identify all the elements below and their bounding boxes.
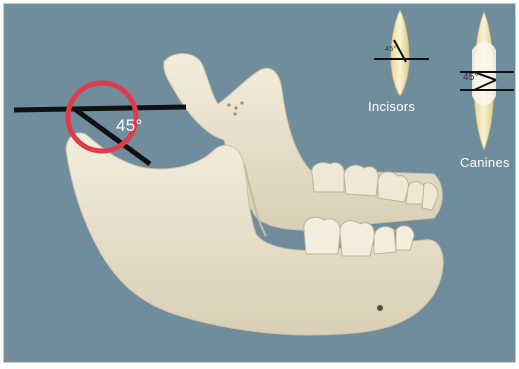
figure-frame: 45° 45° 45° Incisors Canines bbox=[3, 3, 516, 363]
canines-label: Canines bbox=[460, 155, 510, 170]
mandible-illustration bbox=[4, 4, 516, 363]
incisors-angle-label: 45° bbox=[385, 46, 397, 53]
incisor-tooth bbox=[374, 10, 429, 96]
main-angle-label: 45° bbox=[116, 116, 143, 136]
front-teeth bbox=[304, 217, 414, 256]
incisors-label: Incisors bbox=[368, 99, 415, 114]
mental-foramen bbox=[377, 305, 383, 311]
horizontal-reference-line bbox=[14, 107, 186, 110]
canines-angle-label: 45° bbox=[463, 72, 479, 83]
